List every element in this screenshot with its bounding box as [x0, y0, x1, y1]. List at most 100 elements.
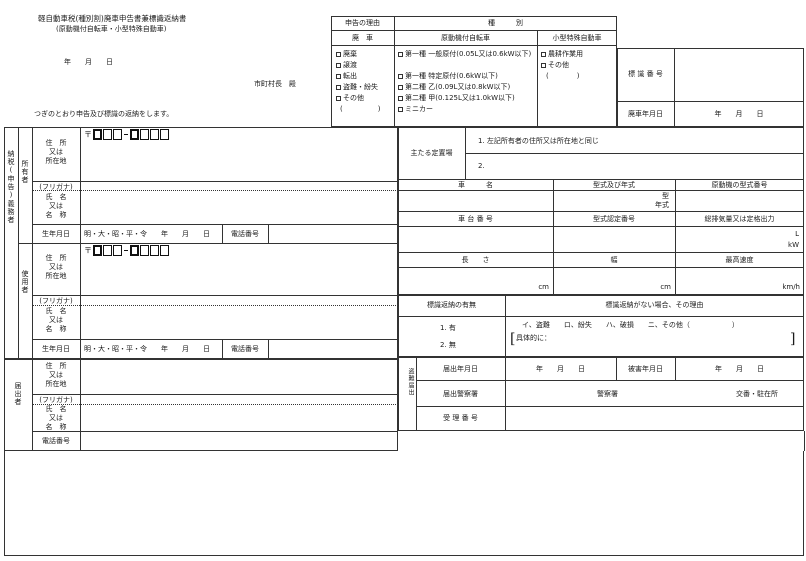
moped-type-2-otsu[interactable]: 第二種 乙(0.09L又は0.8kW以下)	[398, 83, 510, 92]
user-phone-label: 電話番号	[231, 345, 259, 353]
koban-suffix: 交番・駐在所	[736, 390, 778, 398]
small-type-agri[interactable]: 農耕作業用	[541, 50, 583, 59]
reporter-phone-field[interactable]	[81, 432, 397, 450]
model-designation-field[interactable]	[554, 227, 674, 251]
engine-model-field[interactable]	[676, 191, 803, 211]
model-designation-label: 型式認定番号	[593, 215, 635, 223]
checkbox-icon	[398, 95, 403, 101]
reason-table	[331, 16, 617, 127]
police-station-label: 届出警察署	[443, 390, 478, 398]
owner-postal-code[interactable]: 〒	[84, 129, 169, 140]
owner-label: 所有者	[21, 160, 29, 184]
width-unit: cm	[660, 283, 671, 291]
report-date-label: 届出年月日	[443, 365, 478, 373]
disposal-date-label: 廃車年月日	[628, 110, 663, 118]
model-year-label: 型式及び年式	[593, 181, 635, 189]
user-phone-field[interactable]	[269, 340, 397, 358]
speed-unit: km/h	[782, 283, 800, 291]
model-unit: 型	[662, 192, 669, 200]
checkbox-icon	[398, 73, 403, 79]
owner-name-label: 氏 名又は名 称	[45, 193, 67, 219]
form-subtitle: (原動機付自転車・小型特殊自動車)	[56, 25, 167, 33]
user-birth-field[interactable]: 明・大・昭・平・令 年 月 日	[84, 345, 210, 353]
moped-type-2-ko[interactable]: 第二種 甲(0.125L又は1.0kW以下)	[398, 94, 515, 103]
receipt-number-field[interactable]	[506, 407, 803, 430]
reporter-address-label: 住 所又は所在地	[45, 362, 67, 388]
plate-return-has-label: 標識返納の有無	[427, 301, 476, 309]
small-other-paren: ( )	[546, 72, 580, 80]
vehicle-name-field[interactable]	[399, 191, 552, 211]
damage-date-field[interactable]: 年 月 日	[715, 365, 764, 373]
taxpayer-group-label: 納税(申告)義務者	[7, 150, 15, 224]
year-unit: 年式	[655, 201, 669, 209]
user-label: 使用者	[21, 270, 29, 294]
plate-return-concrete-field[interactable]	[560, 332, 790, 352]
reporter-furigana-label: (フリガナ)	[39, 396, 73, 404]
checkbox-icon	[336, 95, 341, 101]
checkbox-icon	[541, 62, 546, 68]
user-address-label: 住 所又は所在地	[45, 254, 67, 280]
width-label: 幅	[610, 256, 618, 264]
report-date-field[interactable]: 年 月 日	[536, 365, 585, 373]
police-station-field[interactable]	[506, 381, 803, 405]
frame-number-label: 車 台 番 号	[458, 215, 493, 223]
reason-theft-loss[interactable]: 盗難・紛失	[336, 83, 378, 92]
user-address-field[interactable]	[81, 259, 397, 294]
small-type-other[interactable]: その他	[541, 61, 569, 70]
plate-info-table	[617, 48, 804, 127]
moped-type-1-general[interactable]: 第一種 一般原付(0.05L又は0.6kW以下)	[398, 50, 531, 59]
plate-return-section	[398, 295, 804, 357]
owner-name-field[interactable]	[81, 191, 397, 223]
owner-phone-field[interactable]	[269, 225, 397, 242]
disposal-date-field[interactable]: 年 月 日	[714, 110, 764, 118]
reporter-name-label: 氏 名又は名 称	[45, 405, 67, 431]
plate-return-reason-label: 標識返納がない場合、その理由	[605, 301, 704, 309]
plate-return-reasons[interactable]: イ、盗難 ロ、紛失 ハ、破損 ニ、その他（ ）	[522, 321, 739, 329]
reason-header: 申告の理由	[345, 19, 380, 27]
plate-return-no[interactable]: 2. 無	[440, 341, 456, 349]
owner-furigana-label: (フリガナ)	[39, 183, 73, 191]
reason-move-out[interactable]: 転出	[336, 72, 357, 81]
reporter-group-label: 届出者	[14, 382, 22, 406]
moped-type-minicar[interactable]: ミニカー	[398, 105, 433, 114]
remarks-area	[4, 451, 804, 556]
max-speed-label: 最高速度	[725, 256, 754, 264]
receipt-number-label: 受 理 番 号	[443, 414, 478, 422]
moped-type-1-specific[interactable]: 第一種 特定原付(0.6kW以下)	[398, 72, 498, 81]
user-birth-label: 生年月日	[42, 345, 70, 353]
checkbox-icon	[336, 62, 341, 68]
unit-liter: L	[795, 230, 799, 238]
length-label: 長 さ	[461, 256, 490, 264]
type-header: 種 別	[488, 19, 523, 27]
reporter-phone-label: 電話番号	[42, 437, 70, 445]
damage-date-label: 被害年月日	[628, 365, 663, 373]
checkbox-icon	[541, 51, 546, 57]
home-base-label: 主たる定置場	[410, 149, 453, 157]
police-station-suffix: 警察署	[597, 390, 618, 398]
home-base-option-1[interactable]: 1. 左記所有者の住所又は所在地と同じ	[478, 137, 599, 145]
declaration-text: つぎのとおり申告及び標識の返納をします。	[34, 110, 174, 118]
reason-scrap[interactable]: 廃棄	[336, 50, 357, 59]
reporter-address-field[interactable]	[81, 360, 397, 393]
haisha-header: 廃 車	[352, 34, 373, 42]
plate-number-label: 標 識 番 号	[628, 70, 663, 78]
reason-other-paren: ( )	[340, 105, 381, 113]
home-base-option-2[interactable]: 2.	[478, 162, 485, 170]
plate-return-yes[interactable]: 1. 有	[440, 324, 456, 332]
plate-number-field[interactable]	[675, 49, 803, 100]
user-name-field[interactable]	[81, 306, 397, 338]
form-title: 軽自動車税(種別割)廃車申告書兼標識返納書	[38, 14, 187, 23]
checkbox-icon	[398, 84, 403, 90]
user-postal-code[interactable]: 〒	[84, 245, 169, 256]
reporter-name-field[interactable]	[81, 405, 397, 430]
reason-transfer[interactable]: 譲渡	[336, 61, 357, 70]
theft-section	[398, 357, 804, 431]
owner-phone-label: 電話番号	[231, 230, 259, 238]
reason-other[interactable]: その他	[336, 94, 364, 103]
checkbox-icon	[336, 51, 341, 57]
reporter-section	[4, 359, 398, 451]
plate-return-concrete-label: 具体的に：	[516, 334, 551, 342]
frame-number-field[interactable]	[399, 227, 552, 251]
owner-birth-field[interactable]: 明・大・昭・平・令 年 月 日	[84, 230, 210, 238]
owner-address-field[interactable]	[81, 144, 397, 180]
